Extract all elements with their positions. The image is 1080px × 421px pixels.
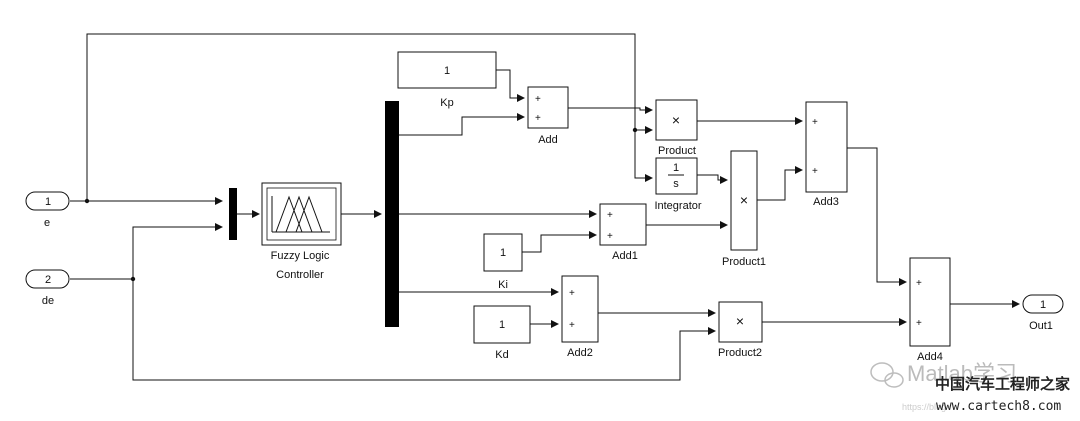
sign-plus: + xyxy=(812,166,818,177)
outport-number: 1 xyxy=(1040,299,1046,311)
constant-value: 1 xyxy=(500,247,506,259)
constant-label: Kd xyxy=(495,349,508,361)
add1-block[interactable]: + + Add1 xyxy=(599,203,647,262)
inport-e[interactable]: 1 e xyxy=(25,191,70,229)
multiply-icon: × xyxy=(672,112,680,128)
integrator-numerator: 1 xyxy=(673,162,679,174)
multiply-icon: × xyxy=(740,192,748,208)
watermark: Matlab学习 中国汽车工程师之家 https://blog www.cart… xyxy=(870,361,1070,414)
product2-block[interactable]: × Product2 xyxy=(718,301,763,359)
membership-functions-icon xyxy=(271,195,330,233)
add4-label: Add4 xyxy=(917,351,943,363)
fuzzy-label-line2: Controller xyxy=(276,269,324,281)
sign-plus: + xyxy=(535,94,541,105)
constant-value: 1 xyxy=(444,65,450,77)
inport-label: de xyxy=(42,295,54,307)
constant-kd[interactable]: 1 Kd xyxy=(473,305,531,361)
integrator-block[interactable]: 1 s Integrator xyxy=(654,157,702,212)
watermark-line2: 中国汽车工程师之家 xyxy=(935,375,1070,393)
add3-label: Add3 xyxy=(813,196,839,208)
demux-block[interactable] xyxy=(385,101,399,327)
product-label: Product xyxy=(658,145,696,157)
sign-plus: + xyxy=(916,318,922,329)
product1-label: Product1 xyxy=(722,256,766,268)
add1-label: Add1 xyxy=(612,250,638,262)
constant-label: Ki xyxy=(498,279,508,291)
fuzzy-label-line1: Fuzzy Logic xyxy=(271,250,330,262)
watermark-line1: Matlab学习 xyxy=(907,361,1017,386)
product-block[interactable]: × Product xyxy=(655,99,698,157)
inport-label: e xyxy=(44,217,50,229)
sign-plus: + xyxy=(607,231,613,242)
integrator-denominator: s xyxy=(673,178,679,190)
product2-label: Product2 xyxy=(718,347,762,359)
add-label: Add xyxy=(538,134,558,146)
signal-lines xyxy=(70,33,1020,381)
mux-block[interactable] xyxy=(229,188,237,240)
sign-plus: + xyxy=(916,278,922,289)
add-block[interactable]: + + Add xyxy=(527,86,569,146)
constant-ki[interactable]: 1 Ki xyxy=(483,233,523,291)
sign-plus: + xyxy=(535,113,541,124)
constant-label: Kp xyxy=(440,97,453,109)
fuzzy-logic-controller[interactable]: Fuzzy Logic Controller xyxy=(261,182,342,281)
wechat-icon xyxy=(870,362,904,388)
add4-block[interactable]: + + Add4 xyxy=(909,257,951,363)
watermark-faint: https://blog xyxy=(902,402,946,412)
inport-number: 1 xyxy=(45,196,51,208)
sign-plus: + xyxy=(569,288,575,299)
inport-number: 2 xyxy=(45,274,51,286)
sign-plus: + xyxy=(607,210,613,221)
product1-block[interactable]: × Product1 xyxy=(722,150,766,268)
sign-plus: + xyxy=(812,117,818,128)
multiply-icon: × xyxy=(736,313,744,329)
integrator-label: Integrator xyxy=(654,200,701,212)
add2-block[interactable]: + + Add2 xyxy=(561,275,599,359)
outport-label: Out1 xyxy=(1029,320,1053,332)
constant-kp[interactable]: 1 Kp xyxy=(397,51,497,109)
outport-out1[interactable]: 1 Out1 xyxy=(1022,294,1064,332)
add2-label: Add2 xyxy=(567,347,593,359)
inport-de[interactable]: 2 de xyxy=(25,269,70,307)
sign-plus: + xyxy=(569,320,575,331)
constant-value: 1 xyxy=(499,319,505,331)
watermark-line3: www.cartech8.com xyxy=(936,399,1061,414)
add3-block[interactable]: + + Add3 xyxy=(805,101,848,208)
